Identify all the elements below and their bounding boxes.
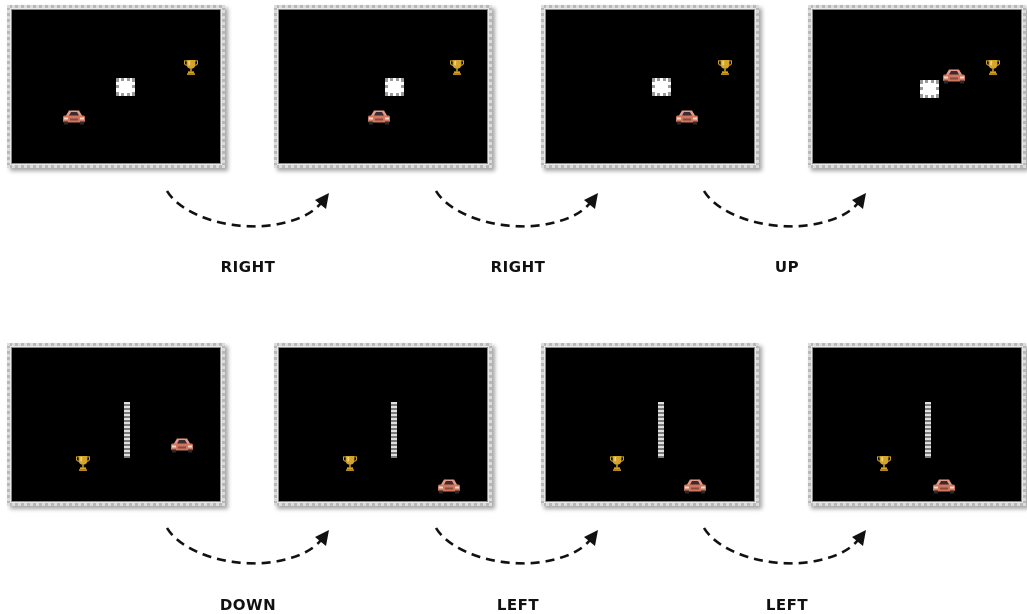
wall-icon	[391, 402, 397, 458]
game-frame-4	[808, 5, 1026, 168]
game-frame-2	[274, 5, 492, 168]
game-frame-1	[7, 5, 225, 168]
game-frame-5	[7, 343, 225, 506]
trophy-icon	[877, 454, 891, 472]
trophy-icon	[184, 58, 198, 76]
trophy-icon	[610, 454, 624, 472]
car-icon	[62, 108, 86, 125]
wall-icon	[124, 402, 130, 458]
game-frame-8	[808, 343, 1026, 506]
wall-icon	[116, 78, 135, 96]
car-icon	[367, 108, 391, 125]
action-label: DOWN	[219, 596, 277, 614]
action-label: RIGHT	[490, 258, 546, 276]
wall-icon	[385, 78, 404, 96]
wall-icon	[658, 402, 664, 458]
action-label: RIGHT	[220, 258, 276, 276]
transition-arrow	[163, 524, 333, 574]
trophy-icon	[718, 58, 732, 76]
car-icon	[683, 477, 707, 494]
wall-icon	[925, 402, 931, 458]
trophy-icon	[343, 454, 357, 472]
transition-arrow	[432, 524, 602, 574]
trophy-icon	[450, 58, 464, 76]
car-icon	[942, 67, 966, 84]
action-label: LEFT	[496, 596, 540, 614]
car-icon	[932, 477, 956, 494]
trophy-icon	[986, 58, 1000, 76]
car-icon	[437, 477, 461, 494]
game-frame-3	[541, 5, 759, 168]
game-frame-7	[541, 343, 759, 506]
action-label: LEFT	[765, 596, 809, 614]
game-frame-6	[274, 343, 492, 506]
wall-icon	[652, 78, 671, 96]
trophy-icon	[76, 454, 90, 472]
wall-icon	[920, 80, 939, 98]
transition-arrow	[700, 187, 870, 237]
car-icon	[170, 436, 194, 453]
transition-arrow	[700, 524, 870, 574]
transition-arrow	[432, 187, 602, 237]
car-icon	[675, 108, 699, 125]
action-label: UP	[774, 258, 800, 276]
transition-arrow	[163, 187, 333, 237]
